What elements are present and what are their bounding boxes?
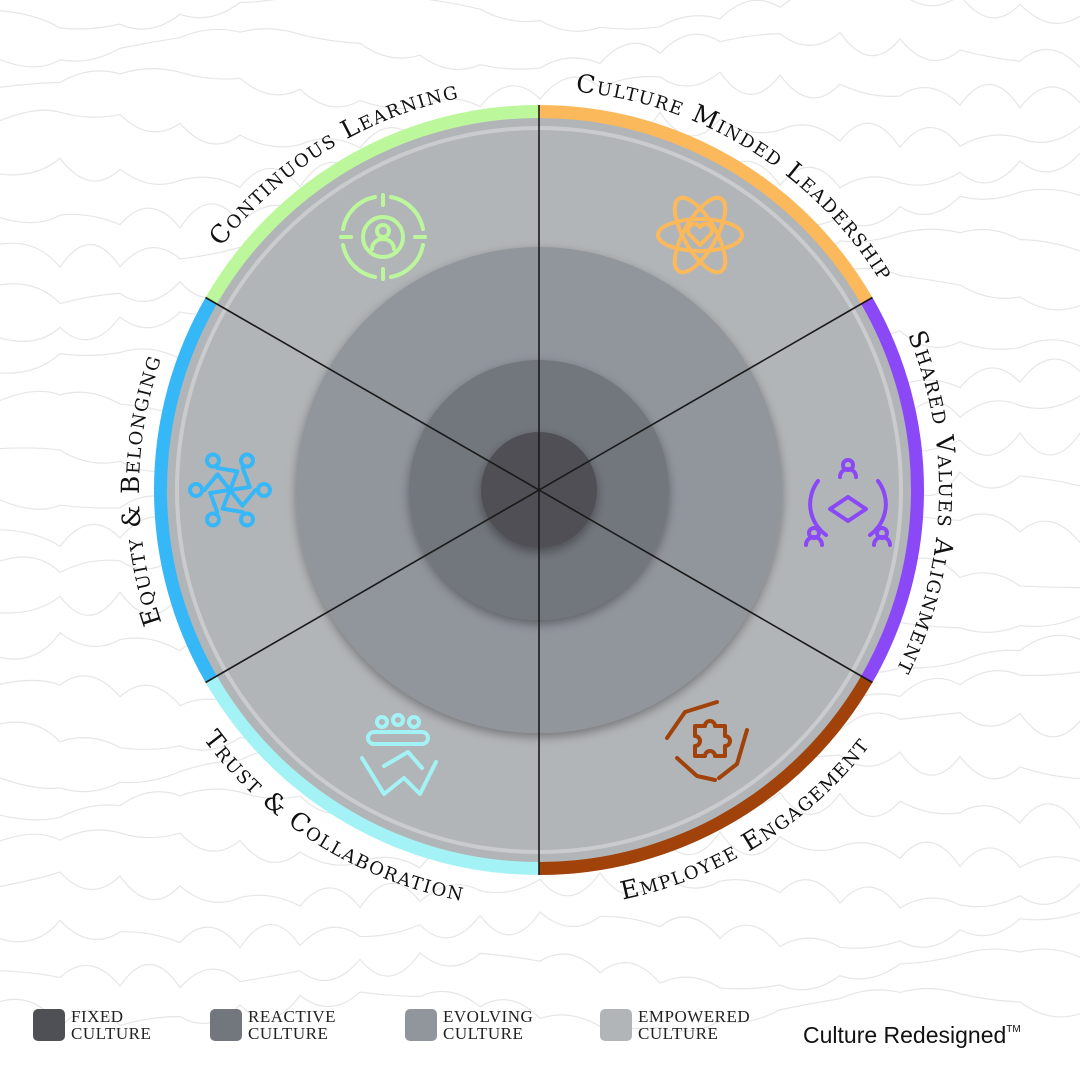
reactive-swatch <box>210 1009 242 1041</box>
legend-label: CULTURE <box>638 1024 719 1043</box>
ring-arc-6 <box>205 105 540 308</box>
ring-arc-1 <box>538 105 873 308</box>
legend-label: FIXED <box>71 1007 124 1026</box>
people-circle-icon <box>188 452 272 528</box>
person-cycle-icon <box>339 193 427 281</box>
brand-logo: Culture RedesignedTM <box>803 1022 1021 1049</box>
legend-label: CULTURE <box>248 1024 329 1043</box>
team-hands-circle-icon <box>804 458 892 547</box>
ring-arc-4 <box>205 672 540 875</box>
colored-outer-ring <box>154 105 924 875</box>
fixed-swatch <box>33 1009 65 1041</box>
ring-arc-2 <box>855 297 924 683</box>
legend-label: EMPOWERED <box>638 1007 751 1026</box>
segment-dividers <box>205 105 873 875</box>
puzzle-hands-icon <box>665 700 749 782</box>
evolving-swatch <box>405 1009 437 1041</box>
trademark: TM <box>1006 1024 1021 1035</box>
legend-label: REACTIVE <box>248 1007 337 1026</box>
segment-icons <box>188 193 892 796</box>
atom-heart-icon <box>656 195 744 275</box>
legend-label: CULTURE <box>71 1024 152 1043</box>
divider-line <box>205 296 873 684</box>
ring-arc-3 <box>538 672 873 875</box>
legend-label: EVOLVING <box>443 1007 534 1026</box>
empowered-swatch <box>600 1009 632 1041</box>
handshake-team-icon <box>360 713 438 796</box>
legend-label: CULTURE <box>443 1024 524 1043</box>
brand-name: Culture Redesigned <box>803 1022 1007 1048</box>
ring-arc-5 <box>154 297 223 683</box>
